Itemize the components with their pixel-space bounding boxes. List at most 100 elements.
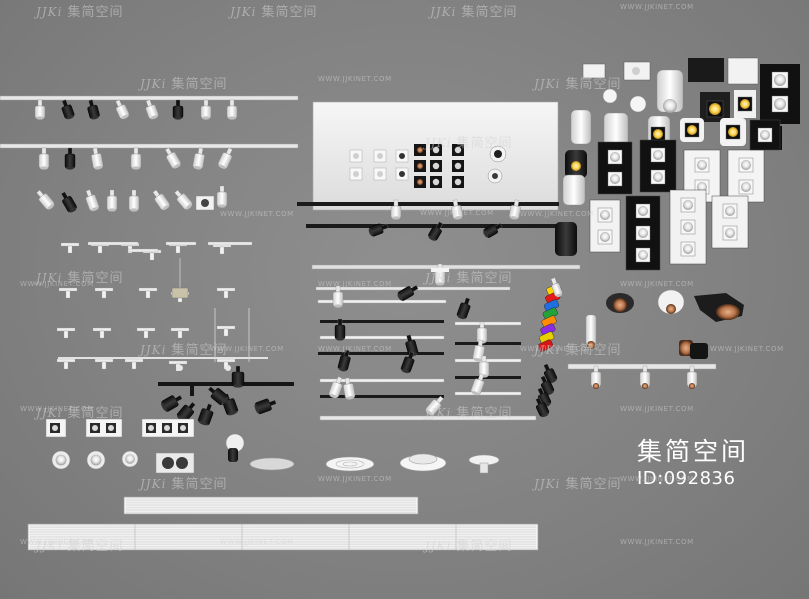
module-lamp <box>635 203 651 219</box>
track-spotlights-row-1 <box>34 99 238 120</box>
module-lamp <box>738 157 754 173</box>
recessed-downlights <box>45 418 245 474</box>
module-lamp <box>607 171 623 187</box>
spotlight <box>509 199 521 220</box>
spotlight <box>456 297 471 320</box>
square-downlight <box>45 418 67 438</box>
track-adapter <box>94 287 114 299</box>
spotlight <box>590 365 602 389</box>
module-lamp <box>597 207 613 223</box>
surface-spotlights-grid <box>36 185 228 213</box>
spotlight <box>543 363 558 384</box>
spotlight <box>483 223 503 238</box>
cylinder-spot <box>555 222 577 256</box>
spotlight <box>174 189 193 210</box>
module-lamp <box>650 169 666 185</box>
copper-fixtures <box>585 289 744 359</box>
spotlight <box>368 223 389 237</box>
panel-recessed-fixture <box>349 167 363 181</box>
module-lamp <box>722 225 738 241</box>
brand-id: ID:092836 <box>637 467 736 489</box>
track-adapter <box>216 325 236 337</box>
spotlight <box>337 349 351 372</box>
cylinder-spot <box>562 174 586 206</box>
grille-slats-lower <box>30 524 536 550</box>
linear-grille-lower <box>27 523 539 551</box>
round-downlight <box>121 450 139 468</box>
round-cap <box>629 95 647 113</box>
spotlight <box>535 397 550 418</box>
panel-grille-cell <box>430 160 442 172</box>
spotlight <box>343 377 356 400</box>
spotlight <box>254 398 277 415</box>
spotlight <box>64 147 76 170</box>
panel-grille-cell <box>430 144 442 156</box>
spotlight <box>478 355 490 378</box>
module-lamp <box>771 71 789 89</box>
track-adapter <box>58 287 78 299</box>
module-lamp <box>694 157 710 173</box>
module-lamp <box>738 179 754 195</box>
track-adapter <box>56 327 76 339</box>
spotlight <box>334 318 346 341</box>
spotlight <box>231 365 245 388</box>
panel-grille-cell <box>414 144 426 156</box>
spotlight <box>434 263 446 286</box>
module-lamp <box>706 100 724 118</box>
module-lamp <box>635 247 651 263</box>
black-track-spotlights <box>161 365 277 426</box>
spotlight <box>226 99 238 120</box>
small-track-adapters <box>56 241 268 372</box>
spotlight <box>540 375 555 396</box>
short-rail <box>207 241 253 246</box>
spotlight <box>177 401 196 423</box>
track-adapter <box>124 358 144 370</box>
panel-track-spotlights <box>368 199 521 241</box>
track-adapter <box>138 287 158 299</box>
spotlight <box>34 99 46 120</box>
round-cap <box>602 88 618 104</box>
spotlight <box>91 147 104 170</box>
track-spotlights-row-2 <box>38 147 233 170</box>
spotlight <box>128 189 140 212</box>
spotlight <box>200 99 212 120</box>
module-lamp <box>597 229 613 245</box>
track-adapter <box>92 327 112 339</box>
panel-grille-cell <box>414 176 426 188</box>
module-lamp <box>650 126 666 142</box>
surface-box <box>727 57 759 85</box>
spotlight <box>405 334 419 357</box>
module-lamp <box>771 95 789 113</box>
module-lamp <box>680 197 696 213</box>
short-rail <box>127 248 159 253</box>
panel-mini-fixtures <box>349 144 507 188</box>
spotlight <box>36 189 55 210</box>
spotlight <box>428 221 443 241</box>
spotlight <box>61 99 75 120</box>
short-rail <box>165 241 197 246</box>
spotlight <box>425 395 444 416</box>
panel-grille-cell <box>452 144 464 156</box>
right-rail-spotlights <box>590 365 698 389</box>
spotlight <box>332 285 344 308</box>
spotlight <box>165 147 181 169</box>
module-lamp <box>684 122 700 138</box>
right-bottom-rail <box>567 363 717 370</box>
panel-round-fixture <box>487 168 503 184</box>
spotlight <box>172 99 184 120</box>
spotlight <box>397 285 419 301</box>
spotlight <box>87 99 100 120</box>
spotlight <box>218 147 233 169</box>
double-square-downlight <box>155 452 195 474</box>
track-adapter <box>56 358 76 370</box>
module-lamp <box>737 96 753 112</box>
module-lamp <box>650 147 666 163</box>
wall-washer <box>225 433 245 462</box>
panel-round-fixture <box>489 145 507 163</box>
linear-grille-upper <box>123 496 419 515</box>
spotlight <box>38 147 50 170</box>
spotlight <box>686 365 698 389</box>
spotlight <box>152 189 170 211</box>
spotlight <box>451 199 463 220</box>
short-rail <box>87 241 139 246</box>
